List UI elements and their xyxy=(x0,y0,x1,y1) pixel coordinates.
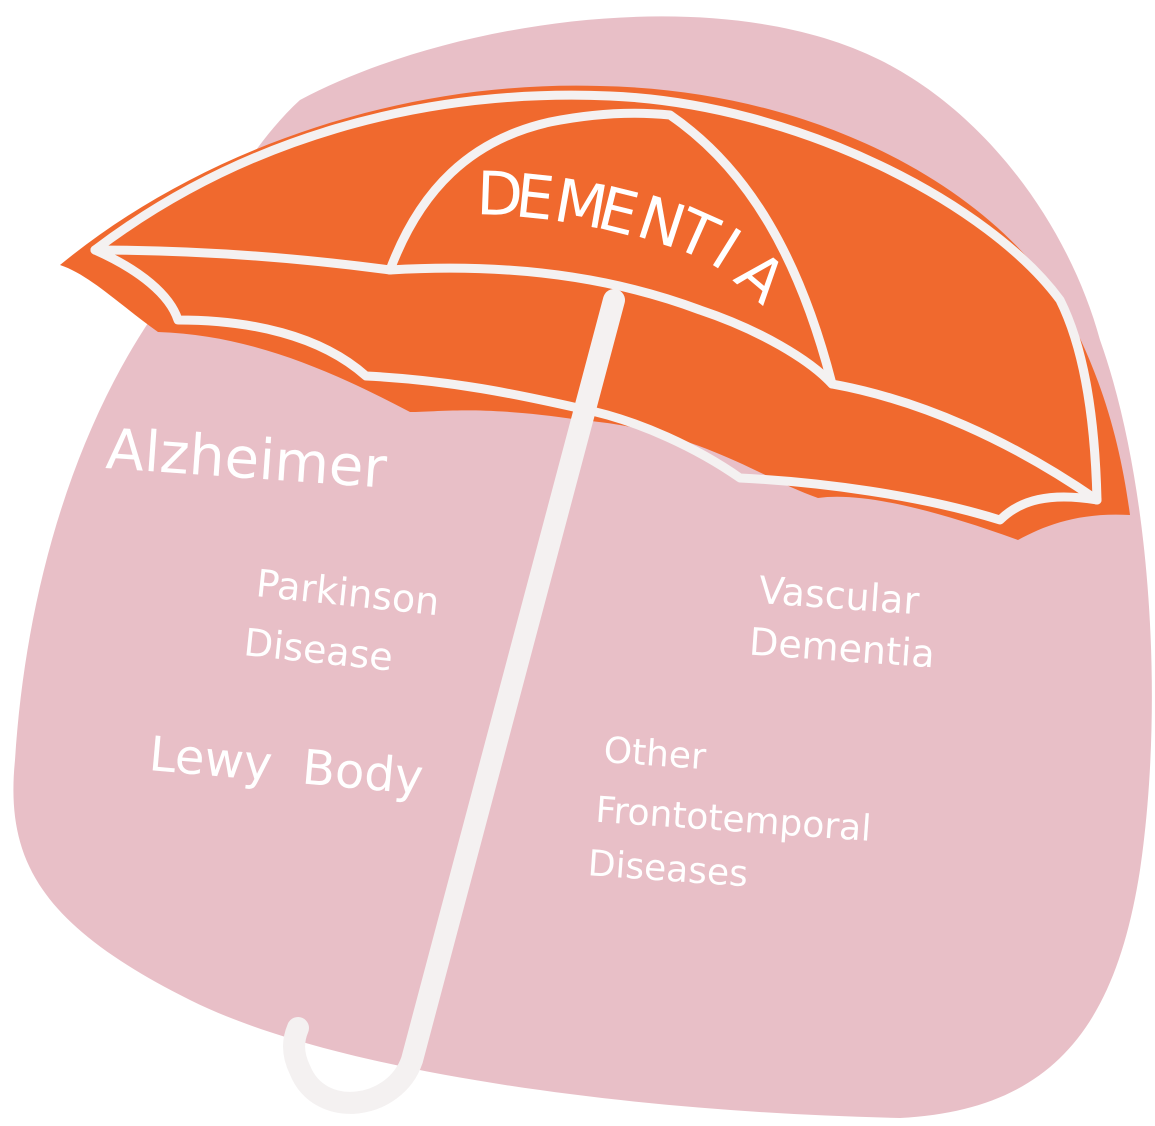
dementia-umbrella-diagram: DEMENTIA Alzheimer Parkinson Disease Lew… xyxy=(0,0,1155,1126)
